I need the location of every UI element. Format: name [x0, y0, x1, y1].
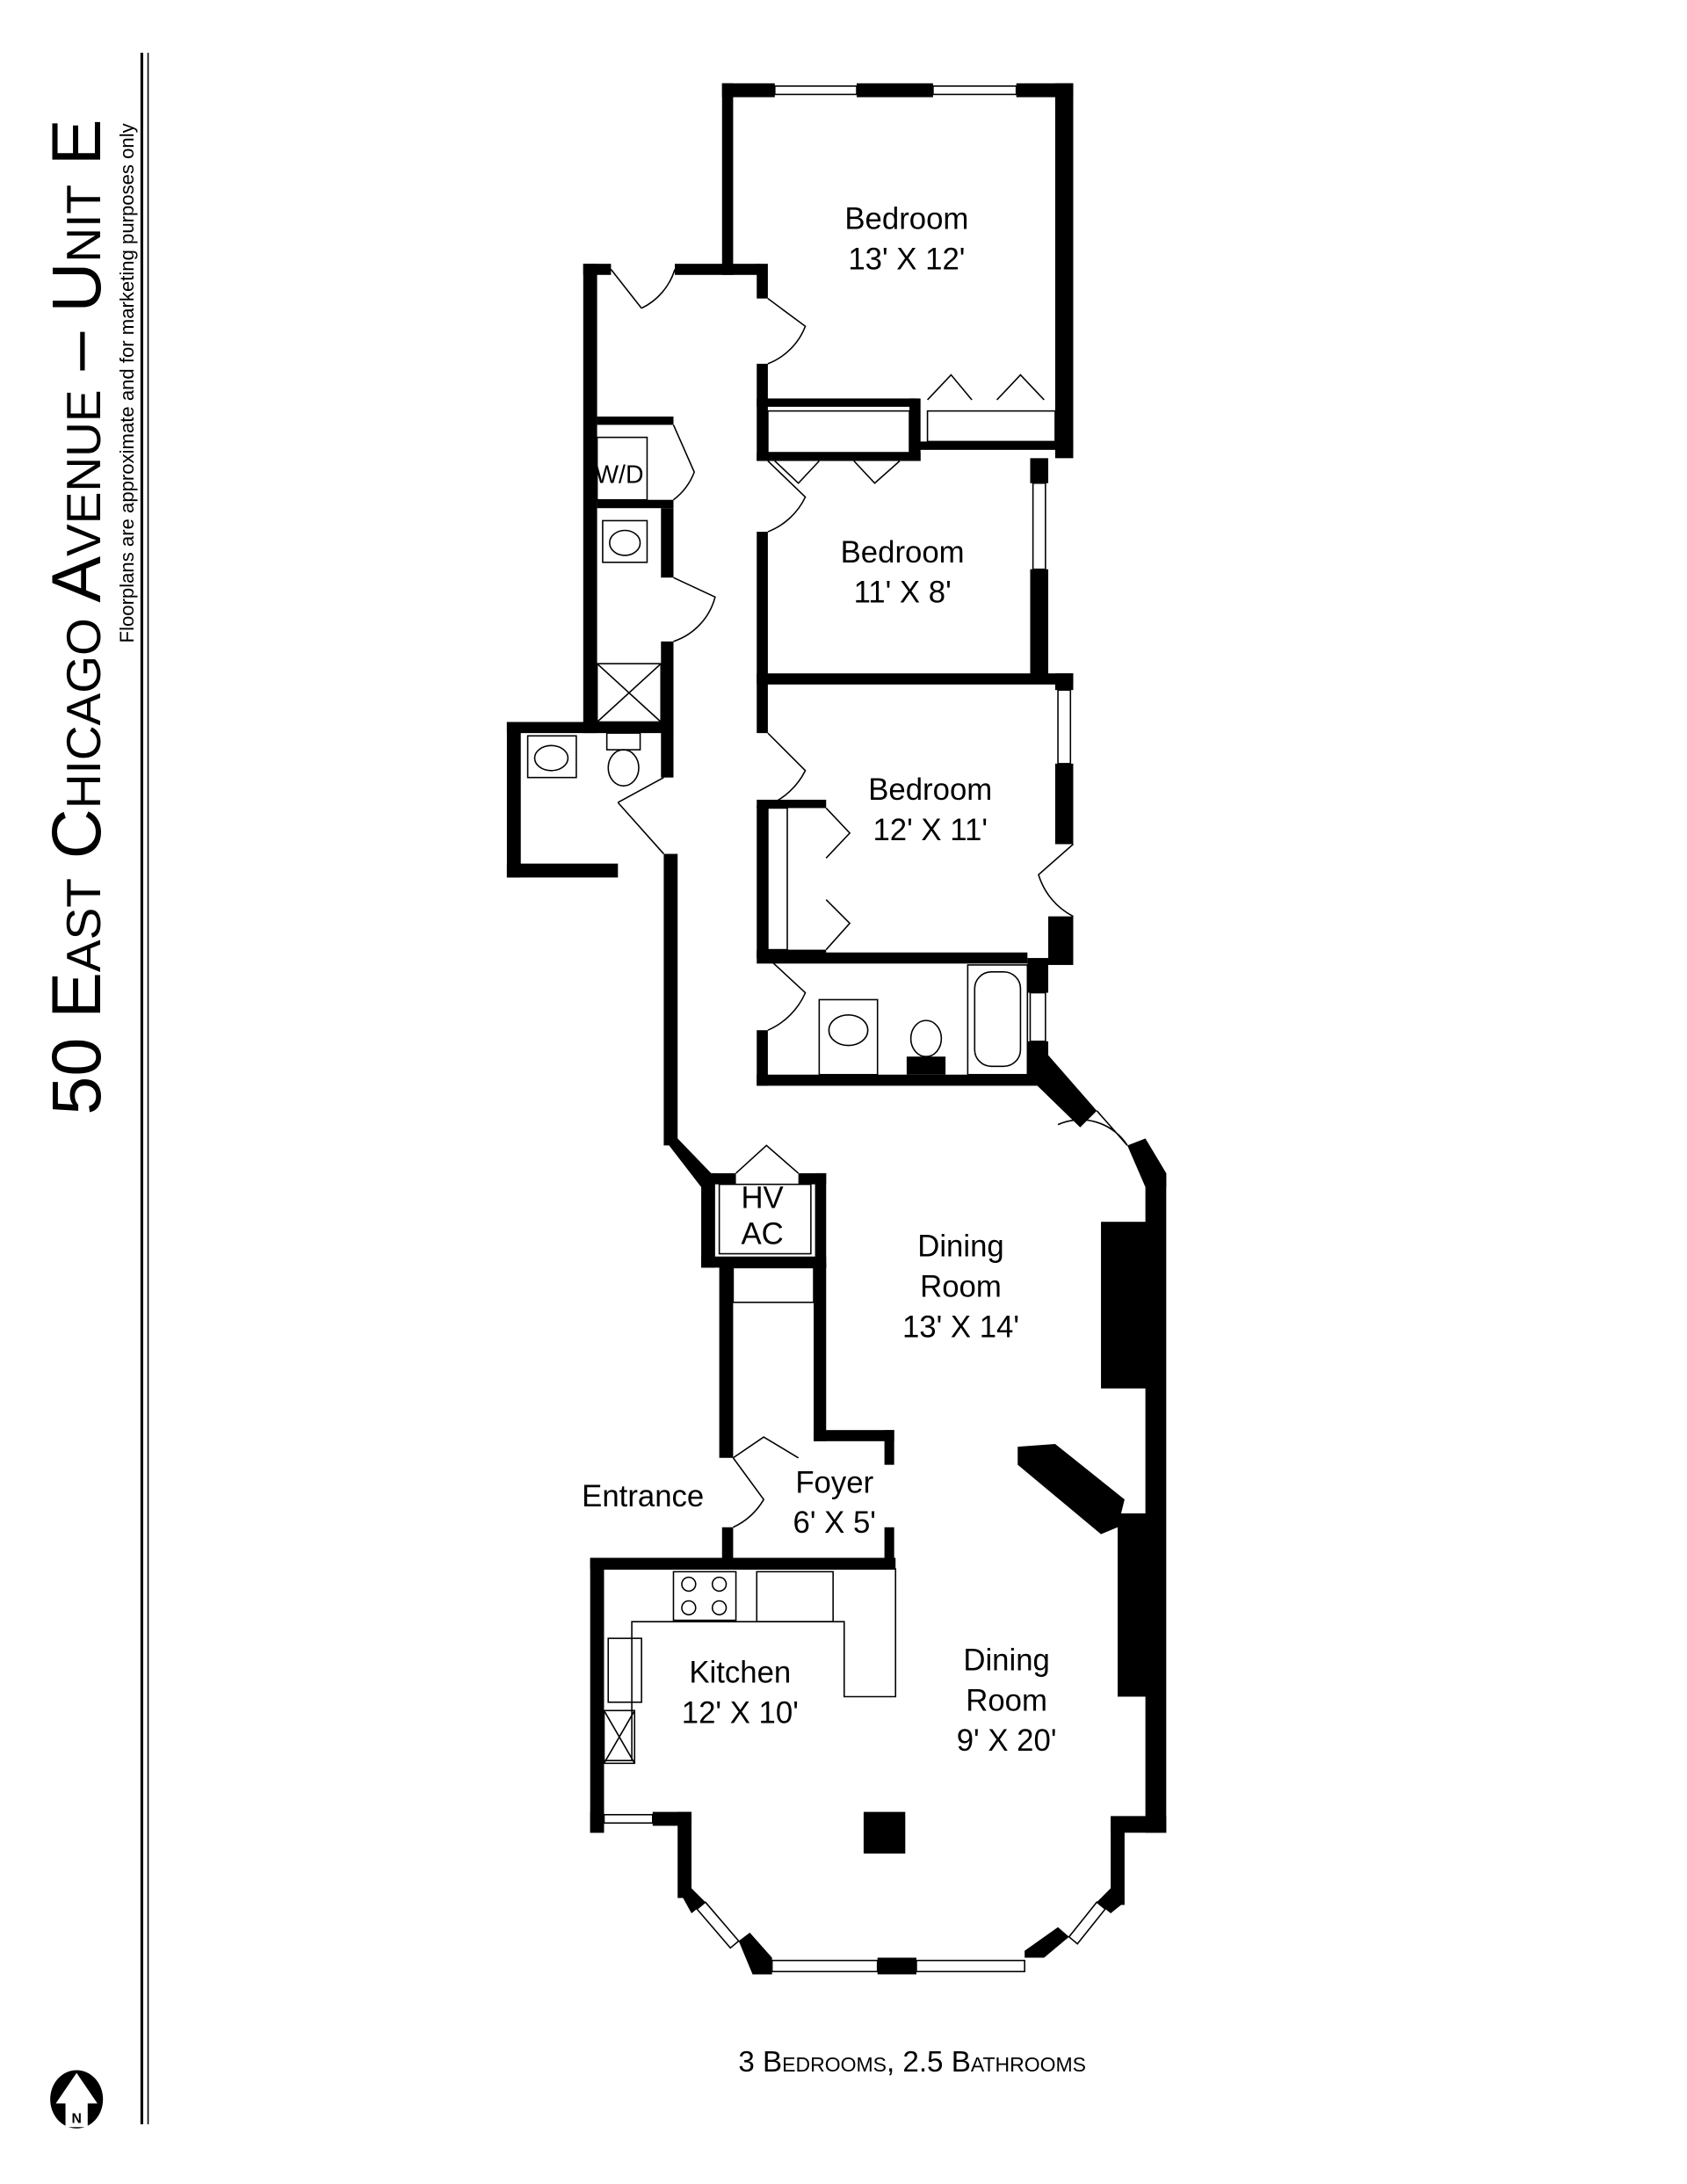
sink-icon	[526, 735, 577, 779]
doors	[610, 268, 1128, 1528]
toilet-icon	[605, 732, 641, 751]
unit-summary: 3 Bedrooms, 2.5 Bathrooms	[738, 2046, 1086, 2079]
kitchen-sink-icon	[607, 1637, 642, 1703]
sink-icon	[602, 519, 648, 563]
entrance-label: Entrance	[582, 1480, 704, 1513]
hvac-label: HV	[741, 1181, 784, 1215]
fixtures: W/D HV AC	[526, 436, 1029, 1765]
room-name: Bedroom	[844, 203, 968, 236]
room-labels: Bedroom 13' X 12' Bedroom 11' X 8' Bedro…	[582, 203, 1056, 1758]
north-label: N	[71, 2111, 81, 2126]
room-size: 11' X 8'	[854, 577, 952, 610]
title-divider	[140, 53, 143, 2125]
walls	[506, 83, 1167, 1975]
room-name: Dining	[917, 1230, 1004, 1264]
toilet-icon	[909, 1019, 943, 1058]
washer-dryer-label: W/D	[595, 461, 643, 490]
room-name: Kitchen	[689, 1657, 791, 1690]
room-name: Dining	[963, 1643, 1050, 1677]
room-name: Bedroom	[841, 536, 965, 570]
disclaimer: Floorplans are approximate and for marke…	[116, 122, 138, 642]
hvac-label: AC	[741, 1217, 783, 1251]
stove-icon	[672, 1571, 737, 1622]
room-name: Room	[966, 1684, 1047, 1717]
room-size: 6' X 5'	[793, 1506, 876, 1540]
title-divider	[147, 53, 149, 2125]
north-arrow-icon: N	[50, 2070, 104, 2129]
room-name: Foyer	[795, 1466, 873, 1499]
washer-dryer	[596, 436, 648, 501]
vanity-icon	[818, 998, 879, 1076]
room-size: 12' X 11'	[872, 814, 987, 847]
room-name: Room	[920, 1271, 1002, 1304]
room-name: Bedroom	[868, 773, 992, 807]
room-size: 9' X 20'	[957, 1724, 1057, 1758]
room-size: 13' X 12'	[848, 243, 965, 276]
room-size: 12' X 10'	[682, 1697, 799, 1731]
room-size: 13' X 14'	[902, 1310, 1019, 1344]
shower-icon	[596, 663, 662, 723]
kitchen-counter	[604, 1568, 897, 1761]
hvac-unit	[718, 1183, 812, 1255]
title-block: 50 East Chicago Avenue – Unit E Floorpla…	[38, 53, 149, 2125]
windows	[603, 85, 1106, 1973]
bathtub-icon	[967, 964, 1029, 1076]
property-title: 50 East Chicago Avenue – Unit E	[38, 119, 115, 1114]
